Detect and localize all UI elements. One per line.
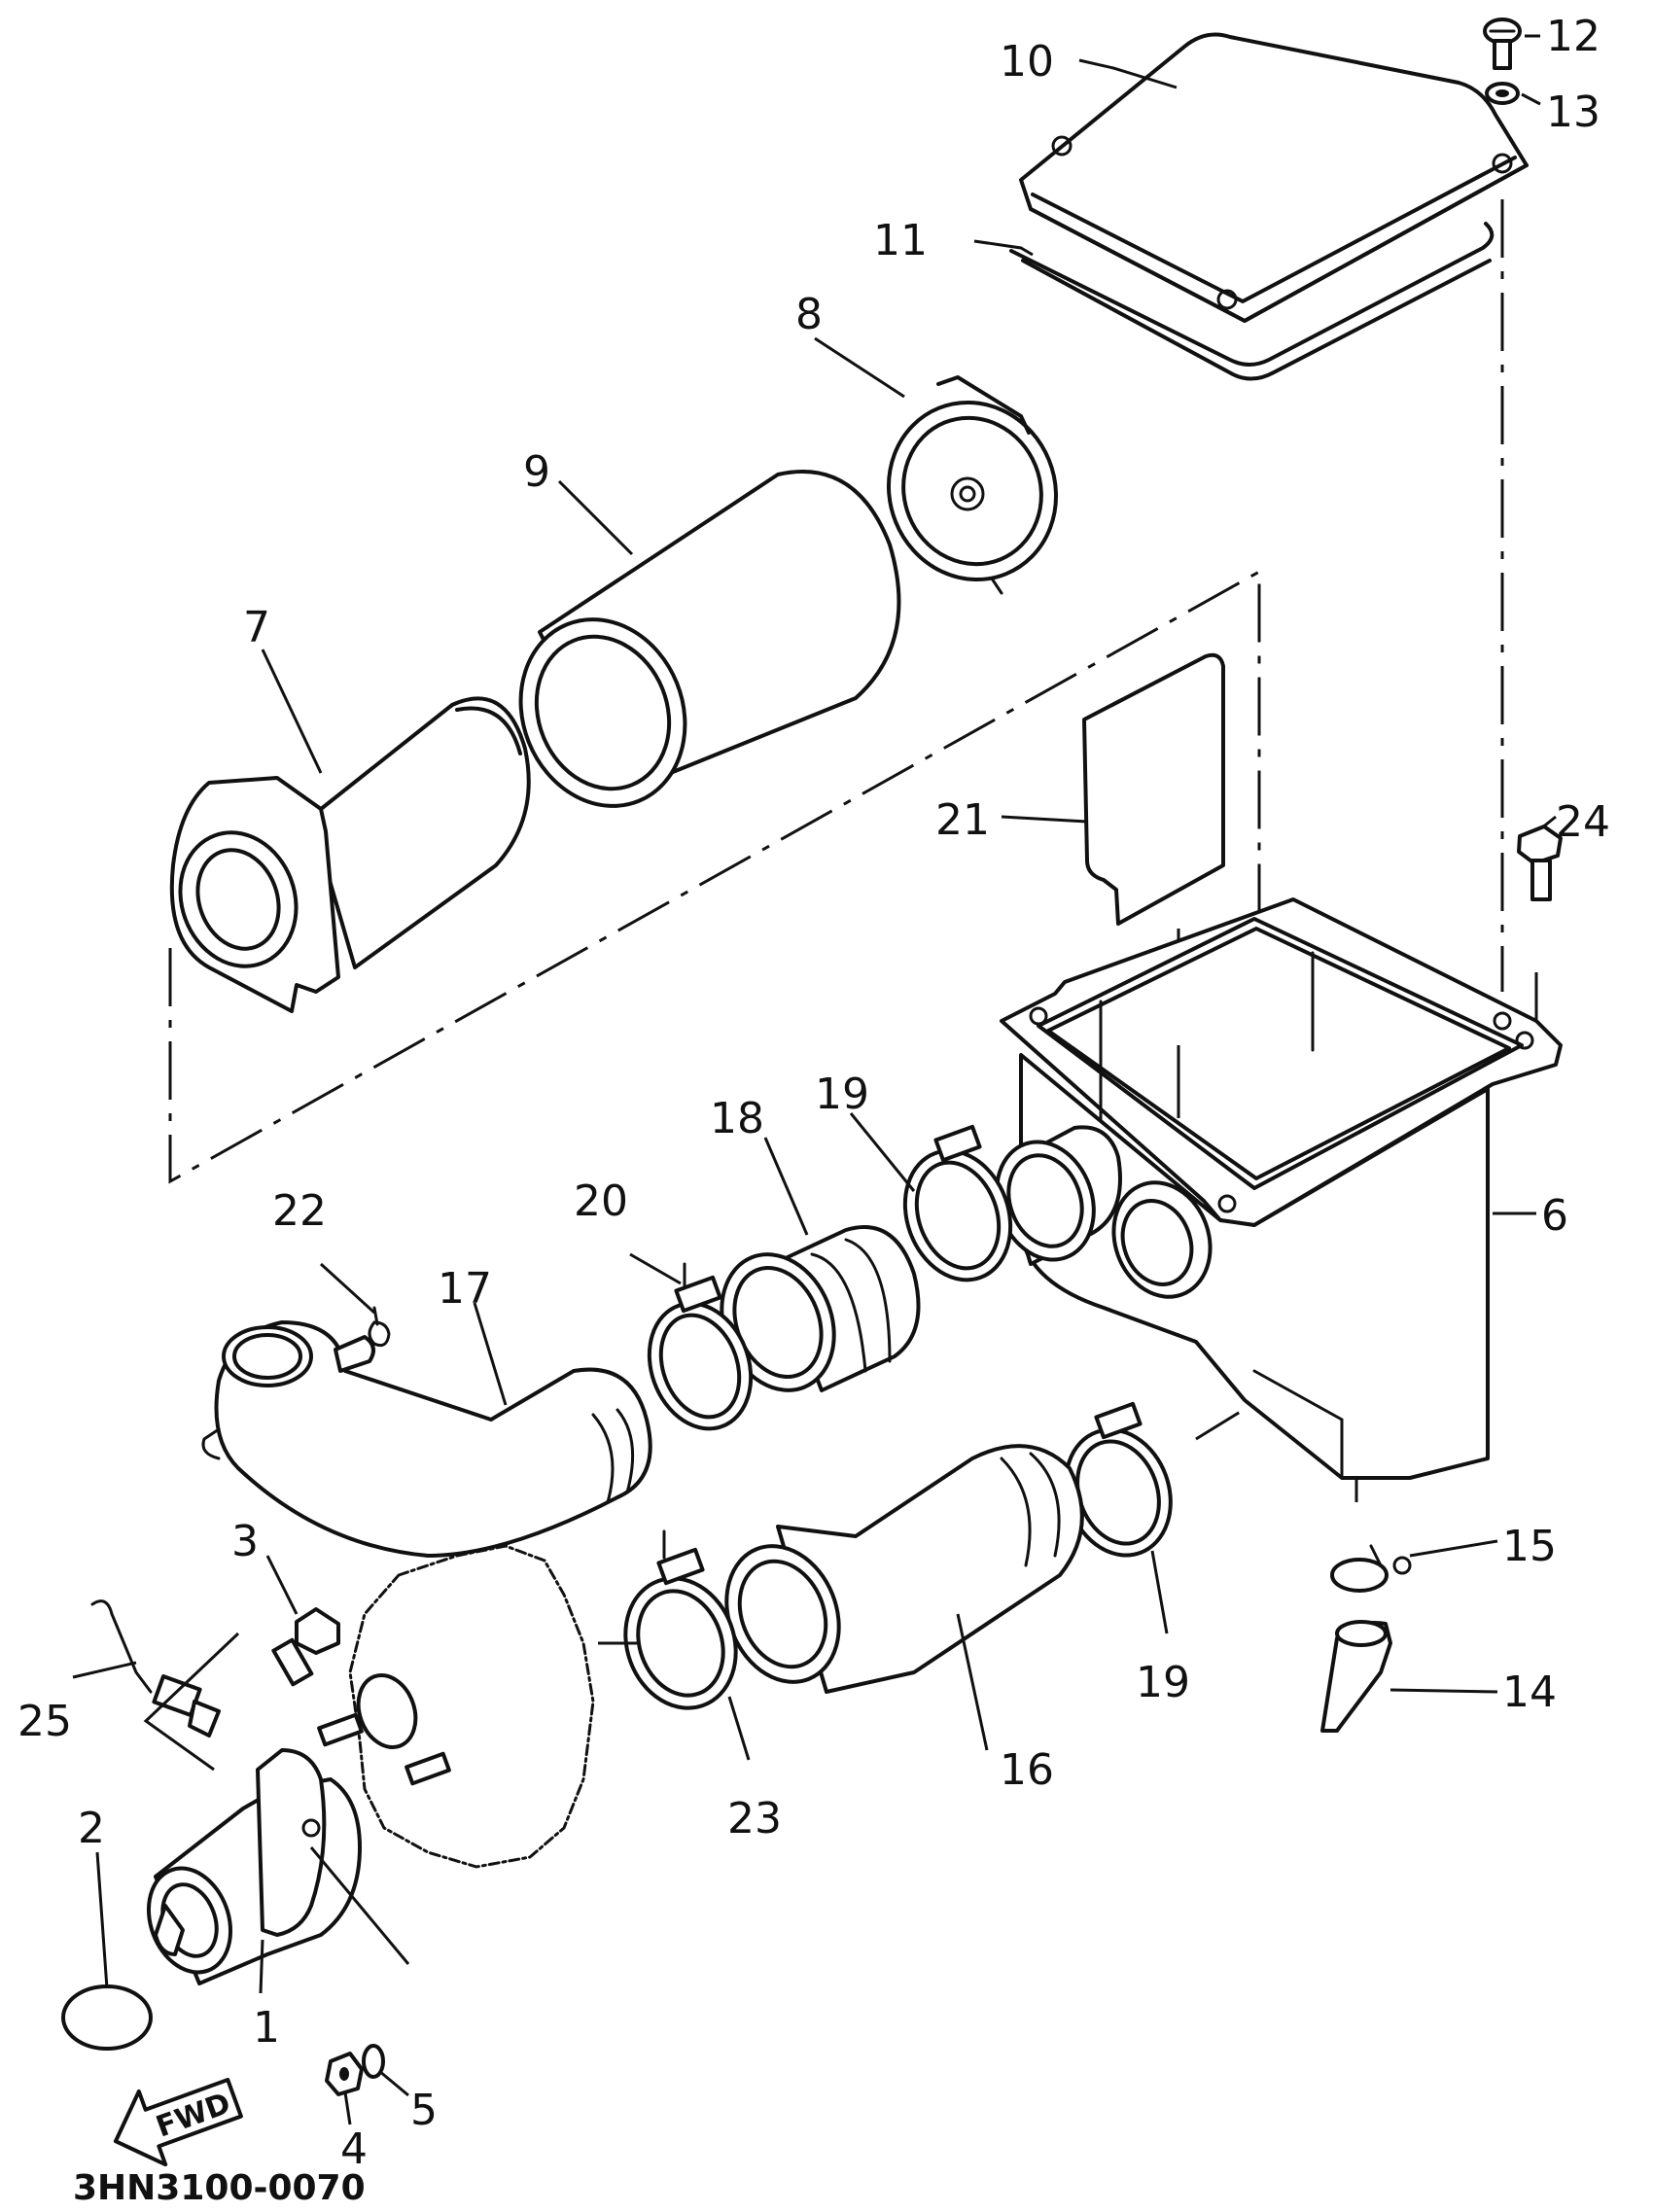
- part-17-intake-duct: [201, 1320, 652, 1558]
- callout-13: 13: [1546, 88, 1600, 137]
- callout-22: 22: [272, 1186, 327, 1236]
- part-18-joint: [720, 1225, 921, 1392]
- part-11-cover-gasket: [1009, 222, 1495, 381]
- part-7-element-guide: [169, 696, 531, 1013]
- callout-21: 21: [935, 795, 990, 845]
- callout-4: 4: [340, 2124, 368, 2174]
- callout-9: 9: [523, 447, 550, 497]
- callout-23: 23: [727, 1794, 782, 1843]
- callout-8: 8: [795, 290, 823, 339]
- part-4-nut: [325, 2052, 364, 2096]
- part-10-air-box-cover: [1019, 32, 1529, 323]
- studs: [317, 1712, 451, 1786]
- part-5-washer: [362, 2044, 385, 2079]
- carburetor-outline: [348, 1544, 595, 1869]
- callout-19-lower: 19: [1136, 1658, 1190, 1707]
- part-9-foam-element: [518, 470, 901, 808]
- callout-16: 16: [1000, 1745, 1054, 1795]
- callout-1: 1: [253, 2003, 280, 2053]
- part-19-clamp-lower: [1064, 1401, 1173, 1558]
- part-23-clamp: [623, 1529, 738, 1710]
- callout-6: 6: [1541, 1191, 1568, 1241]
- figure-reference-code: 3HN3100-0070: [73, 2168, 366, 2208]
- callout-11: 11: [873, 216, 928, 265]
- part-3-screw: [271, 1607, 340, 1687]
- part-2-o-ring: [61, 1984, 153, 2051]
- part-19-clamp-upper: [902, 1124, 1013, 1282]
- part-callouts: 1 2 3 4 5 6 7 8 9 10 11 12 13 14 15 16 1…: [18, 12, 1610, 2174]
- part-14-drain-boot: [1320, 1620, 1392, 1733]
- part-13-washer: [1485, 82, 1520, 105]
- part-16-joint: [724, 1444, 1084, 1694]
- part-15-clip: [1330, 1544, 1412, 1593]
- part-6-air-box: [995, 897, 1563, 1480]
- part-25-sensor: [90, 1599, 221, 1738]
- part-8-element-cap: [886, 375, 1059, 595]
- callout-14: 14: [1502, 1668, 1557, 1717]
- callout-25: 25: [18, 1697, 72, 1746]
- callout-19-upper: 19: [815, 1070, 869, 1119]
- callout-7: 7: [243, 603, 270, 652]
- callout-10: 10: [1000, 37, 1054, 87]
- part-1-manifold: [146, 1748, 362, 1985]
- callout-20: 20: [574, 1176, 628, 1226]
- callout-2: 2: [78, 1804, 105, 1853]
- callout-24: 24: [1556, 797, 1610, 847]
- callout-12: 12: [1546, 12, 1600, 61]
- part-20-clamp: [647, 1262, 754, 1431]
- part-12-screw: [1483, 18, 1522, 70]
- forward-arrow: FWD: [113, 2077, 243, 2167]
- callout-5: 5: [410, 2086, 438, 2135]
- leader-lines: [72, 34, 1557, 2125]
- callout-17: 17: [438, 1264, 492, 1314]
- part-22-clip: [368, 1306, 391, 1348]
- part-24-bolt: [1517, 825, 1563, 901]
- callout-18: 18: [710, 1094, 764, 1143]
- callout-15: 15: [1502, 1522, 1557, 1571]
- part-21-panel: [1082, 652, 1225, 926]
- callout-3: 3: [231, 1517, 259, 1566]
